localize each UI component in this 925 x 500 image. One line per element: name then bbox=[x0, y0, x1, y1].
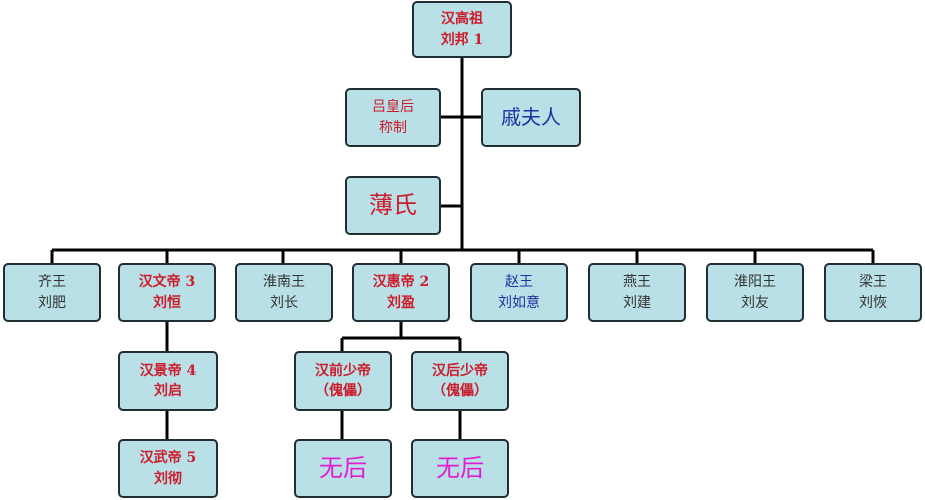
node-subtitle: 刘启 bbox=[154, 383, 182, 399]
node-subtitle: 刘恒 bbox=[153, 294, 181, 311]
node-title: 汉惠帝 2 bbox=[372, 274, 430, 291]
node-prince-liang: 梁王 刘恢 bbox=[824, 263, 922, 322]
node-subtitle: 刘长 bbox=[270, 294, 298, 311]
node-han-wudi: 汉武帝 5 刘彻 bbox=[118, 439, 218, 498]
node-prince-zhao: 赵王 刘如意 bbox=[470, 263, 568, 322]
node-han-gaozu: 汉高祖 刘邦 1 bbox=[412, 1, 512, 58]
node-no-heir-1: 无后 bbox=[294, 439, 392, 498]
node-prince-huaiyang: 淮阳王 刘友 bbox=[706, 263, 804, 322]
node-subtitle: 刘如意 bbox=[498, 294, 540, 311]
node-hou-shaodi: 汉后少帝 （傀儡） bbox=[411, 351, 509, 411]
node-han-jingdi: 汉景帝 4 刘启 bbox=[118, 351, 218, 411]
node-han-huidi: 汉惠帝 2 刘盈 bbox=[352, 263, 450, 322]
node-lady-qi: 戚夫人 bbox=[481, 88, 581, 147]
node-subtitle: 刘彻 bbox=[154, 470, 182, 487]
node-prince-yan: 燕王 刘建 bbox=[588, 263, 686, 322]
node-title: 戚夫人 bbox=[501, 105, 561, 129]
node-title: 淮阳王 bbox=[734, 274, 776, 291]
node-subtitle: 刘建 bbox=[623, 294, 651, 311]
node-subtitle: （傀儡） bbox=[432, 383, 488, 399]
node-subtitle: 刘友 bbox=[741, 294, 769, 311]
node-subtitle: 刘盈 bbox=[387, 294, 415, 311]
node-empress-lv: 吕皇后 称制 bbox=[345, 88, 441, 147]
node-subtitle: 刘恢 bbox=[859, 294, 887, 311]
node-prince-huainan: 淮南王 刘长 bbox=[235, 263, 333, 322]
node-title: 无后 bbox=[436, 454, 484, 483]
node-title: 赵王 bbox=[505, 274, 533, 291]
node-han-wendi: 汉文帝 3 刘恒 bbox=[118, 263, 216, 322]
node-subtitle: （傀儡） bbox=[315, 383, 371, 399]
node-title: 汉高祖 bbox=[441, 11, 483, 28]
node-title: 汉武帝 5 bbox=[139, 450, 197, 467]
node-subtitle: 称制 bbox=[379, 119, 407, 136]
node-title: 淮南王 bbox=[263, 274, 305, 291]
node-title: 汉景帝 4 bbox=[139, 362, 197, 379]
node-title: 汉文帝 3 bbox=[138, 274, 196, 291]
node-subtitle: 刘邦 1 bbox=[440, 31, 484, 48]
node-title: 梁王 bbox=[859, 274, 887, 291]
node-title: 吕皇后 bbox=[372, 99, 414, 116]
node-title: 汉前少帝 bbox=[315, 362, 371, 379]
node-no-heir-2: 无后 bbox=[411, 439, 509, 498]
node-title: 齐王 bbox=[38, 274, 66, 291]
node-qian-shaodi: 汉前少帝 （傀儡） bbox=[294, 351, 392, 411]
node-title: 燕王 bbox=[623, 274, 651, 291]
node-title: 薄氏 bbox=[369, 191, 417, 220]
node-subtitle: 刘肥 bbox=[38, 294, 66, 311]
node-lady-bo: 薄氏 bbox=[345, 176, 441, 235]
node-title: 无后 bbox=[319, 454, 367, 483]
node-prince-qi: 齐王 刘肥 bbox=[3, 263, 101, 322]
node-title: 汉后少帝 bbox=[432, 362, 488, 379]
